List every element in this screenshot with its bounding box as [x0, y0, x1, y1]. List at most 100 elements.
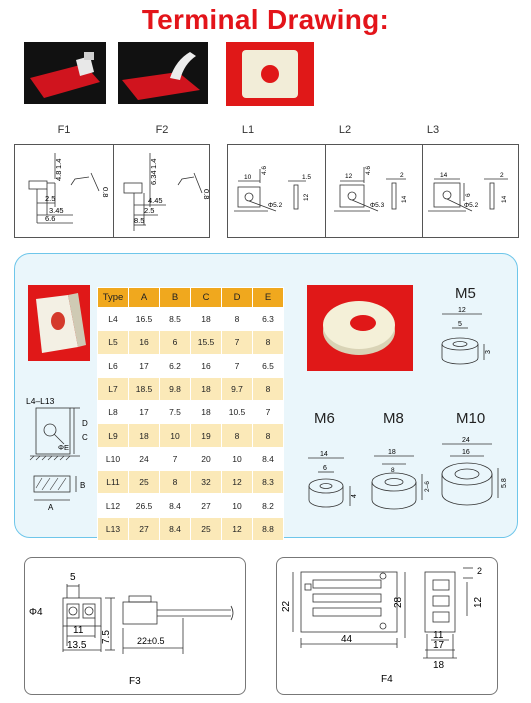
- photo-l-terminal-side: [28, 285, 90, 361]
- f2-dim-3: 0.8: [202, 189, 210, 199]
- l-divider-1: [325, 145, 326, 238]
- l2-dim-4: Φ5.3: [370, 202, 385, 209]
- m5-dim-height: 3: [485, 350, 492, 354]
- f3-dim-wire: 22±0.5: [137, 636, 164, 646]
- l-diagram-b: B: [80, 481, 85, 490]
- f1-drawing: 1.4 4.8 0.8 2.5 3.45 6.6: [28, 153, 110, 224]
- label-m8: M8: [383, 410, 404, 427]
- f1-dim-1: 1.4: [54, 159, 63, 169]
- l-diagram-phi-e: ΦE: [58, 443, 69, 452]
- l3-dim-5: 14: [501, 195, 508, 203]
- m8-dim-outer: 18: [388, 449, 396, 456]
- table-row-cell: 10: [221, 493, 253, 518]
- terminal-f2-picture: [122, 52, 200, 100]
- l-diagram-label: L4–L13: [26, 396, 55, 406]
- m5-dim-outer: 12: [458, 307, 466, 314]
- l2-dim-1: 12: [345, 173, 353, 180]
- table-row-cell: 16: [128, 330, 160, 355]
- table-row-cell: 8: [221, 306, 253, 332]
- table-header-cell: Type: [97, 287, 129, 308]
- table-row-cell: 7: [221, 353, 253, 378]
- table-row-cell: 32: [190, 470, 222, 495]
- table-row-cell: 18.5: [128, 376, 160, 402]
- table-row-cell: 6.3: [252, 306, 284, 332]
- l1-dim-1: 10: [244, 174, 252, 181]
- table-row-cell: 17: [128, 400, 160, 425]
- l-drawings: 10 4.6 1.5 Φ5.2 12 12 4.6 2 Φ5.3 14 14 6…: [234, 166, 508, 212]
- table-row-cell: 10.5: [221, 400, 253, 425]
- f1-dim-5: 3.45: [49, 206, 64, 215]
- table-row-cell: L6: [97, 353, 129, 378]
- l3-dim-2: 6: [465, 193, 472, 197]
- label-m6: M6: [314, 410, 335, 427]
- l1-dim-4: Φ5.2: [268, 202, 283, 209]
- l-divider-2: [422, 145, 423, 238]
- table-row-cell: L11: [97, 470, 129, 495]
- f2-dim-2: 6.34: [149, 170, 158, 185]
- table-header-cell: B: [159, 287, 191, 308]
- m10-dim-outer: 24: [462, 437, 470, 444]
- m5-dim-inner: 5: [458, 321, 462, 328]
- f2-drawing: 1.4 6.34 0.8 4.45 2.5 8.5: [123, 153, 210, 231]
- f4-dim-17: 17: [433, 640, 445, 651]
- table-row-cell: L7: [97, 376, 129, 402]
- l2-dim-5: 14: [401, 195, 408, 203]
- label-f1: F1: [57, 124, 71, 136]
- f2-dim-4: 4.45: [148, 196, 163, 205]
- table-row-cell: 24: [128, 446, 160, 472]
- table-row-cell: 16.5: [128, 306, 160, 332]
- table-row-cell: 7: [159, 446, 191, 472]
- f3-dim-7-5: 7.5: [101, 630, 112, 644]
- f4-drawing-panel: 22 28 44 2 12 11 17 18 F4: [276, 557, 498, 695]
- f1-dim-6: 6.6: [45, 214, 55, 223]
- l1-dim-5: 12: [303, 193, 310, 201]
- f1-dim-3: 0.8: [101, 187, 110, 197]
- l-diagram-c: C: [82, 433, 88, 442]
- table-header-cell: E: [252, 287, 284, 308]
- table-row-cell: 6: [159, 330, 191, 355]
- l-diagram-d: D: [82, 419, 88, 428]
- table-row-cell: 9.7: [221, 376, 253, 402]
- m8-drawing: 18 8 2–6: [371, 449, 431, 510]
- photo-terminal-f2: [118, 42, 208, 104]
- table-row-cell: 15.5: [190, 330, 222, 355]
- f4-dim-44: 44: [341, 634, 353, 645]
- photo-terminal-f1: [24, 42, 106, 104]
- terminal-f1-picture: [30, 52, 100, 98]
- m10-dim-height: 5.8: [501, 478, 508, 488]
- f1-dim-2: 4.8: [54, 171, 63, 181]
- f4-drawing: 22 28 44 2 12 11 17 18 F4: [281, 566, 484, 685]
- f4-dim-2: 2: [477, 566, 482, 576]
- terminal-l-picture: [242, 50, 298, 98]
- f2-dim-6: 8.5: [134, 216, 144, 225]
- f3-drawing: 5 Φ4 11 13.5 7.5 22±0.5 F3: [29, 572, 234, 687]
- m8-dim-height: 2–6: [424, 481, 431, 492]
- m6-dim-height: 4: [351, 494, 358, 498]
- label-l1: L1: [241, 124, 255, 136]
- table-row-cell: 27: [190, 493, 222, 518]
- table-row-cell: L9: [97, 423, 129, 448]
- table-row-cell: 8: [159, 470, 191, 495]
- l2-dim-2: 4.6: [365, 166, 372, 175]
- m5-drawing: 12 5 3: [441, 307, 492, 365]
- table-row-cell: 20: [190, 446, 222, 472]
- table-row-cell: 8.4: [159, 516, 191, 541]
- l3-dim-1: 14: [440, 172, 448, 179]
- f4-dim-11: 11: [433, 630, 444, 641]
- table-row-cell: 8: [221, 423, 253, 448]
- f4-dim-22: 22: [281, 600, 292, 612]
- m10-drawing: 24 16 5.8: [441, 437, 508, 506]
- table-row-cell: 6.2: [159, 353, 191, 378]
- table-row-cell: 25: [190, 516, 222, 541]
- f3-drawing-panel: 5 Φ4 11 13.5 7.5 22±0.5 F3: [24, 557, 246, 695]
